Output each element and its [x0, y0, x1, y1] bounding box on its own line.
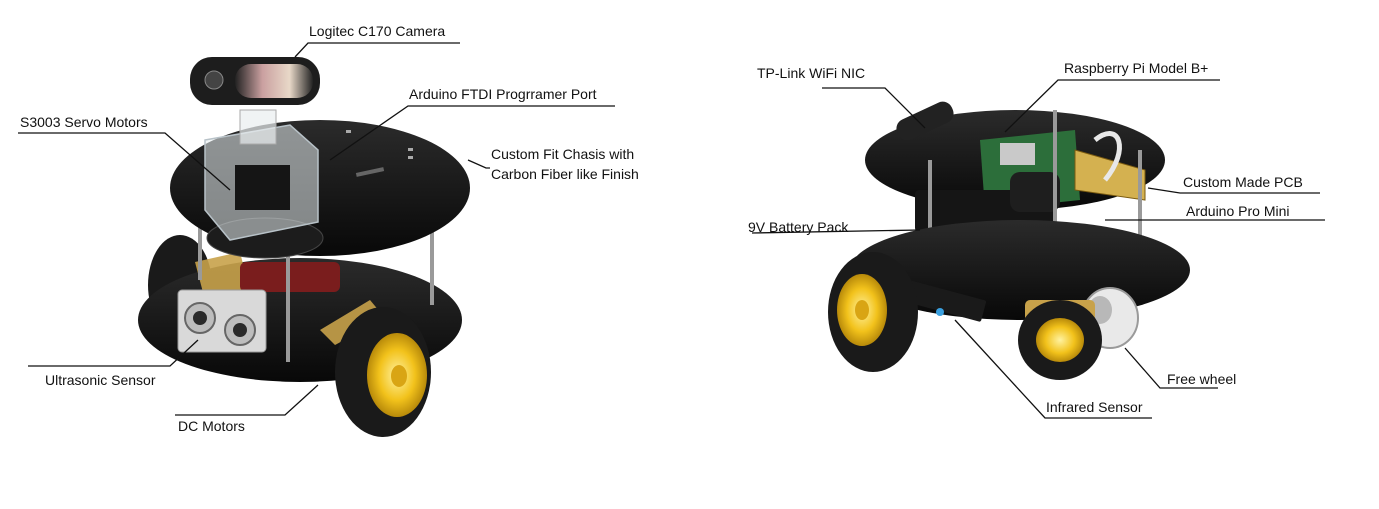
label-battery-pack: 9V Battery Pack	[748, 219, 849, 235]
label-chassis-line2: Carbon Fiber like Finish	[491, 166, 639, 182]
label-custom-pcb: Custom Made PCB	[1183, 174, 1303, 190]
wifi-dongle	[896, 101, 954, 141]
label-infrared-sensor: Infrared Sensor	[1046, 399, 1143, 415]
label-ultrasonic-sensor: Ultrasonic Sensor	[45, 372, 156, 388]
rear-wheel-hub	[1036, 318, 1084, 362]
motor-mount	[195, 252, 250, 300]
label-wifi-nic: TP-Link WiFi NIC	[757, 65, 865, 81]
usb-camera-front	[235, 64, 313, 98]
camera-mount	[239, 109, 277, 145]
servo-motor	[1010, 172, 1060, 212]
camera-lens	[204, 70, 224, 90]
label-camera: Logitec C170 Camera	[309, 23, 445, 39]
label-free-wheel: Free wheel	[1167, 371, 1236, 387]
leader-lines	[18, 42, 1325, 419]
right-robot-illustration	[828, 101, 1190, 380]
label-raspberry-pi: Raspberry Pi Model B+	[1064, 60, 1208, 76]
label-chassis-line1: Custom Fit Chasis with	[491, 146, 634, 162]
label-servo-motors: S3003 Servo Motors	[20, 114, 148, 130]
servo-motor	[235, 165, 290, 210]
infrared-sensor	[903, 280, 987, 322]
label-dc-motors: DC Motors	[178, 418, 245, 434]
left-labels: Logitec C170 Camera Arduino FTDI Progrra…	[20, 23, 639, 434]
label-arduino-pro-mini: Arduino Pro Mini	[1186, 203, 1290, 219]
label-ftdi-port: Arduino FTDI Progrramer Port	[409, 86, 597, 102]
left-robot-illustration	[138, 57, 470, 437]
right-labels: TP-Link WiFi NIC Raspberry Pi Model B+ C…	[748, 60, 1303, 415]
